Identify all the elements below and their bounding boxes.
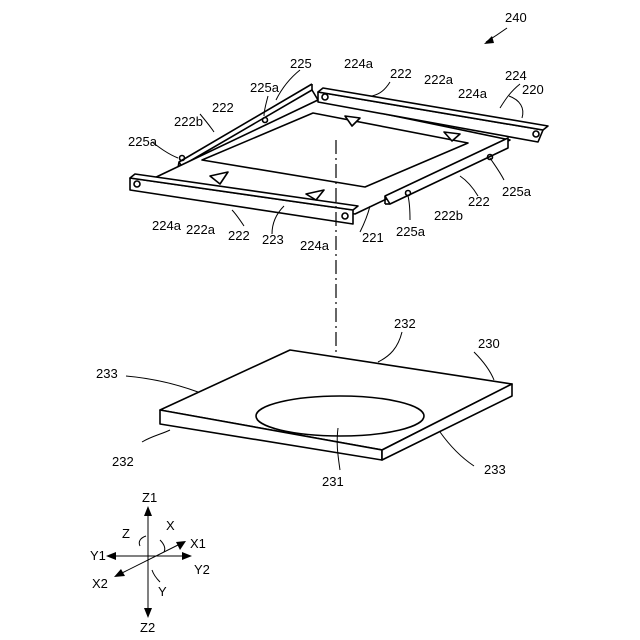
coordinate-axes: Z1 Z2 Z X X1 Y1 Y2 X2 Y <box>90 490 210 635</box>
opening-231 <box>256 396 424 436</box>
label-233: 233 <box>96 366 118 381</box>
label-222b: 222b <box>174 114 203 129</box>
label-232: 232 <box>394 316 416 331</box>
label-233: 233 <box>484 462 506 477</box>
label-224a: 224a <box>300 238 330 253</box>
hole-225a <box>180 156 185 161</box>
label-222: 222 <box>228 228 250 243</box>
label-225a: 225a <box>128 134 158 149</box>
label-225a: 225a <box>502 184 532 199</box>
label-222: 222 <box>212 100 234 115</box>
axis-y1: Y1 <box>90 548 106 563</box>
label-225a: 225a <box>396 224 426 239</box>
label-220: 220 <box>522 82 544 97</box>
label-222a: 222a <box>424 72 454 87</box>
label-222b: 222b <box>434 208 463 223</box>
figure-reference: 240 <box>484 10 527 44</box>
label-230: 230 <box>478 336 500 351</box>
axis-z2: Z2 <box>140 620 155 635</box>
label-225a: 225a <box>250 80 280 95</box>
axis-z: Z <box>122 526 130 541</box>
label-224a: 224a <box>458 86 488 101</box>
label-231: 231 <box>322 474 344 489</box>
axis-x: X <box>166 518 175 533</box>
axis-y: Y <box>158 584 167 599</box>
axis-x2: X2 <box>92 576 108 591</box>
label-224: 224 <box>505 68 527 83</box>
label-225: 225 <box>290 56 312 71</box>
axis-z1: Z1 <box>142 490 157 505</box>
label-223: 223 <box>262 232 284 247</box>
plate-230 <box>160 350 512 460</box>
label-222: 222 <box>390 66 412 81</box>
figure-number: 240 <box>505 10 527 25</box>
label-224a: 224a <box>344 56 374 71</box>
label-221: 221 <box>362 230 384 245</box>
axis-y2: Y2 <box>194 562 210 577</box>
label-232: 232 <box>112 454 134 469</box>
label-222a: 222a <box>186 222 216 237</box>
label-222: 222 <box>468 194 490 209</box>
label-224a: 224a <box>152 218 182 233</box>
axis-x1: X1 <box>190 536 206 551</box>
